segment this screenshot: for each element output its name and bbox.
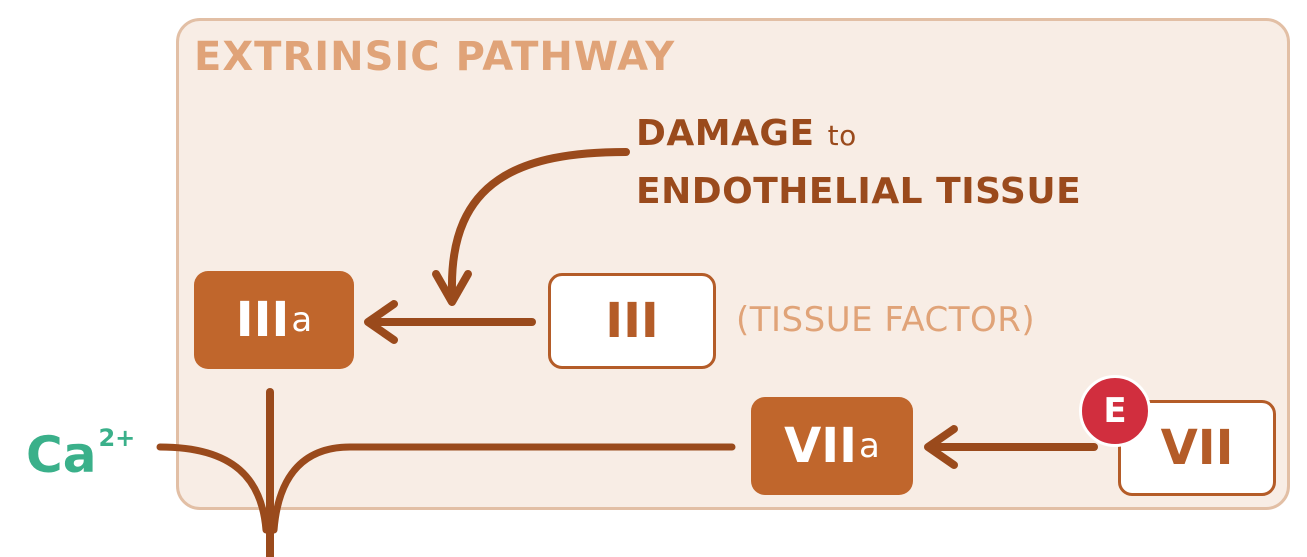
damage-arrowhead xyxy=(432,270,472,306)
iii-to-iiia-arrowhead xyxy=(364,300,398,344)
damage-word: DAMAGE xyxy=(636,113,815,154)
factor-viia-numeral: VII xyxy=(784,418,858,474)
panel-title: EXTRINSIC PATHWAY xyxy=(194,34,676,80)
calcium-join-curve xyxy=(156,443,270,534)
factor-vii-box: VII xyxy=(1118,400,1276,496)
factor-vii-numeral: VII xyxy=(1160,420,1234,476)
factor-iiia-numeral: III xyxy=(235,292,290,348)
factor-iii-numeral: III xyxy=(605,293,659,349)
vii-to-viia-arrowhead xyxy=(924,425,958,469)
viia-join-curve xyxy=(270,443,736,534)
calcium-charge: 2+ xyxy=(98,424,136,452)
endothelial-tissue-label: ENDOTHELIAL TISSUE xyxy=(636,171,1082,212)
tissue-factor-note: (TISSUE FACTOR) xyxy=(736,300,1036,340)
damage-trigger-label: DAMAGE to ENDOTHELIAL TISSUE xyxy=(636,106,1081,220)
enzyme-badge: E xyxy=(1079,375,1151,447)
factor-iiia-active-suffix: a xyxy=(291,300,313,340)
factor-iii-box: III xyxy=(548,273,716,369)
damage-line1: DAMAGE to xyxy=(636,106,1081,164)
factor-viia-active-suffix: a xyxy=(859,426,880,466)
calcium-symbol: Ca xyxy=(26,426,97,484)
calcium-cofactor: Ca2+ xyxy=(26,424,135,484)
damage-to-iiia-arrow xyxy=(447,148,630,294)
damage-to-word: to xyxy=(827,119,857,152)
